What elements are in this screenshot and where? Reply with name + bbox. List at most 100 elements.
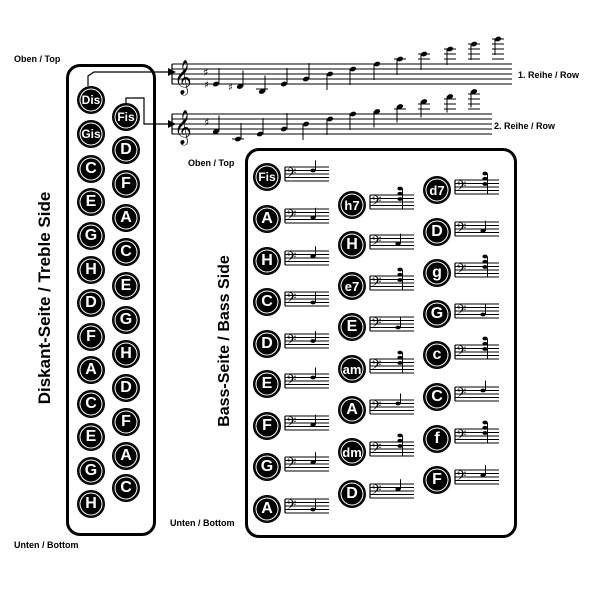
bass-clef-icon-col2-2: 𝄢 <box>371 274 381 293</box>
treble-row1-button-0[interactable]: Dis <box>77 86 105 114</box>
treble-row1-button-5[interactable]: H <box>77 256 105 284</box>
chord-note-col3-4-0 <box>482 347 488 351</box>
bass-col2-button-2[interactable]: e7 <box>338 272 366 300</box>
bass-clef-icon-col2-1: 𝄢 <box>371 233 381 252</box>
treble-row2-button-4[interactable]: C <box>112 238 140 266</box>
treble-row1-button-12[interactable]: H <box>77 490 105 518</box>
treble-row2-button-2[interactable]: F <box>112 170 140 198</box>
bass-clef-icon-col1-3: 𝄢 <box>286 290 296 309</box>
treble-row2-button-1[interactable]: D <box>112 136 140 164</box>
note-row1-5 <box>326 71 334 77</box>
bass-col3-button-2[interactable]: g <box>423 259 451 287</box>
sharp-icon-row1-0: ♯ <box>204 80 209 91</box>
chord-note-col2-6-1 <box>397 438 403 443</box>
bass-col2-button-1[interactable]: H <box>338 231 366 259</box>
treble-row2-button-11[interactable]: C <box>112 474 140 502</box>
bass-col2-button-5[interactable]: A <box>338 396 366 424</box>
connector-row1 <box>87 71 168 86</box>
treble-row1-button-4[interactable]: G <box>77 222 105 250</box>
chord-note-col2-2-1 <box>397 272 403 277</box>
treble-row1-button-2[interactable]: C <box>77 155 105 183</box>
treble-row1-button-10[interactable]: E <box>77 423 105 451</box>
bass-col3-button-1[interactable]: D <box>423 218 451 246</box>
bass-col1-button-1[interactable]: A <box>253 205 281 233</box>
sharp-icon-row1-key: ♯ <box>203 66 208 79</box>
bass-col2-button-3[interactable]: E <box>338 313 366 341</box>
bass-note-col3-3 <box>480 312 486 317</box>
bottom-label-bass: Unten / Bottom <box>170 518 235 528</box>
treble-row2-button-6[interactable]: G <box>112 306 140 334</box>
bass-note-col1-2 <box>310 254 316 259</box>
bass-clef-icon-col1-2: 𝄢 <box>286 249 296 268</box>
note-row1-2 <box>258 89 266 94</box>
treble-row2-button-7[interactable]: H <box>112 340 140 368</box>
bass-clef-icon-col3-5: 𝄢 <box>456 385 466 404</box>
treble-row2-button-3[interactable]: A <box>112 204 140 232</box>
bass-clef-icon-col3-7: 𝄢 <box>456 468 466 487</box>
chord-note-col3-2-2 <box>482 254 488 259</box>
bass-col3-button-7[interactable]: F <box>423 466 451 494</box>
treble-row1-button-6[interactable]: D <box>77 289 105 317</box>
note-row2-4 <box>302 121 310 127</box>
note-row2-3 <box>280 126 288 132</box>
treble-row2-button-0[interactable]: Fis <box>112 103 140 131</box>
bass-clef-icon-col1-7: 𝄢 <box>286 455 296 474</box>
bass-clef-icon-col3-6: 𝄢 <box>456 427 466 446</box>
bass-col3-button-3[interactable]: G <box>423 300 451 328</box>
chord-note-col3-6-2 <box>482 420 488 425</box>
bass-note-col2-5 <box>395 401 401 406</box>
row1-label: 1. Reihe / Row <box>518 70 580 80</box>
arrow-icon-row1 <box>168 68 176 76</box>
bass-col3-button-4[interactable]: c <box>423 341 451 369</box>
chord-note-col2-2-2 <box>397 267 403 272</box>
treble-row1-button-11[interactable]: G <box>77 457 105 485</box>
note-row1-3 <box>280 81 288 87</box>
bass-col2-button-4[interactable]: am <box>338 355 366 383</box>
bass-col2-button-7[interactable]: D <box>338 480 366 508</box>
note-row1-8 <box>396 56 404 62</box>
bass-col1-button-3[interactable]: C <box>253 288 281 316</box>
note-row1-11 <box>470 41 478 47</box>
bass-note-col1-7 <box>310 460 316 465</box>
bass-clef-icon-col2-4: 𝄢 <box>371 357 381 376</box>
bass-clef-icon-col1-4: 𝄢 <box>286 332 296 351</box>
bass-col1-button-2[interactable]: H <box>253 247 281 275</box>
bass-col1-button-4[interactable]: D <box>253 330 281 358</box>
chord-note-col2-6-0 <box>397 444 403 448</box>
top-label-treble: Oben / Top <box>14 54 61 64</box>
treble-row1-button-7[interactable]: F <box>77 323 105 351</box>
chord-note-col3-0-1 <box>482 176 488 181</box>
bass-note-col3-5 <box>480 388 486 393</box>
chord-note-col3-0-0 <box>482 182 488 186</box>
treble-row1-button-8[interactable]: A <box>77 356 105 384</box>
treble-row2-button-10[interactable]: A <box>112 442 140 470</box>
treble-row2-button-9[interactable]: F <box>112 408 140 436</box>
bass-col1-button-6[interactable]: F <box>253 412 281 440</box>
bass-col2-button-6[interactable]: dm <box>338 438 366 466</box>
note-row2-11 <box>470 89 478 94</box>
bass-col2-button-0[interactable]: h7 <box>338 191 366 219</box>
bass-clef-icon-col2-5: 𝄢 <box>371 398 381 417</box>
note-row1-9 <box>420 51 428 57</box>
treble-row1-button-3[interactable]: E <box>77 188 105 216</box>
note-row2-10 <box>446 94 454 99</box>
note-row1-1 <box>236 84 244 89</box>
note-row2-5 <box>326 116 334 122</box>
bass-col1-button-8[interactable]: A <box>253 495 281 523</box>
treble-row1-button-9[interactable]: C <box>77 390 105 418</box>
bass-col3-button-5[interactable]: C <box>423 383 451 411</box>
bass-col3-button-0[interactable]: d7 <box>423 176 451 204</box>
bass-note-col1-1 <box>310 215 316 220</box>
treble-row2-button-8[interactable]: D <box>112 374 140 402</box>
bass-col1-button-7[interactable]: G <box>253 453 281 481</box>
bass-clef-icon-col2-7: 𝄢 <box>371 482 381 501</box>
bass-col1-button-0[interactable]: Fis <box>253 163 281 191</box>
bass-col1-button-5[interactable]: E <box>253 370 281 398</box>
connector-row2 <box>125 97 168 125</box>
bass-note-col1-8 <box>310 507 316 512</box>
sharp-icon-row2-key: ♯ <box>204 116 209 129</box>
note-row2-2 <box>256 131 264 137</box>
treble-row2-button-5[interactable]: E <box>112 272 140 300</box>
treble-row1-button-1[interactable]: Gis <box>77 120 105 148</box>
bass-col3-button-6[interactable]: f <box>423 425 451 453</box>
